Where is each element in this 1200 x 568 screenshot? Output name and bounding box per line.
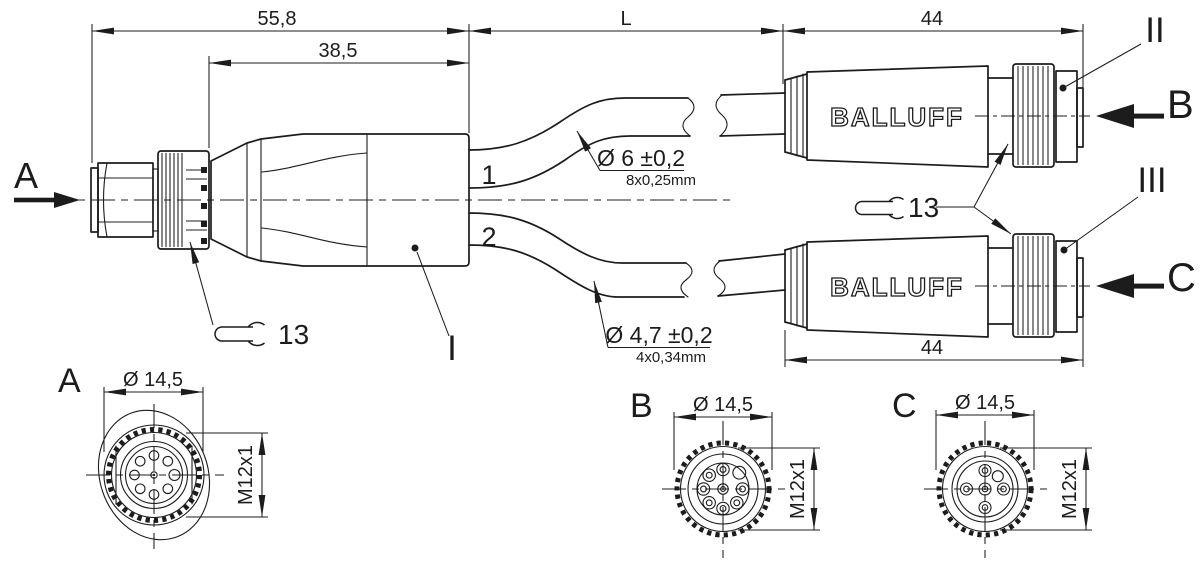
cable-1-number: 1	[481, 160, 496, 190]
male-connector-side-view	[90, 150, 210, 250]
cable-2-spec: 4x0,34mm	[636, 349, 706, 366]
view-a-thread: M12x1	[235, 445, 257, 505]
dim-38-5: 38,5	[319, 40, 358, 62]
cable-1-spec: 8x0,25mm	[626, 172, 696, 189]
dim-L: L	[620, 8, 631, 30]
dim-44-bottom: 44	[921, 337, 943, 359]
coding-notch	[991, 470, 1004, 483]
cable-1-callout: Ø 6 ±0,2 8x0,25mm	[576, 130, 696, 189]
view-arrow-a: A	[14, 155, 80, 208]
dim-44-top: 44	[921, 8, 943, 30]
brand-logo: BALLUFF	[830, 102, 964, 132]
cable-break-icon	[680, 262, 693, 298]
splitter-body: I	[210, 133, 470, 368]
view-b-thread: M12x1	[787, 459, 809, 519]
view-arrow-b: B	[1096, 83, 1194, 128]
cable-2-number: 2	[481, 222, 496, 252]
view-c-thread: M12x1	[1059, 459, 1081, 519]
view-a-label: A	[58, 362, 81, 400]
face-view-a: A Ø 14,5 M12x1	[58, 362, 268, 549]
view-a-diameter: Ø 14,5	[123, 369, 183, 391]
cable-2-callout: Ø 4,7 ±0,2 4x0,34mm	[593, 280, 713, 366]
leader-dot-I	[411, 244, 419, 252]
coding-notch	[732, 465, 747, 480]
female-connector-top-side-view: BALLUFF	[784, 63, 1090, 168]
wrench-icon	[214, 326, 253, 342]
view-b-label: B	[630, 387, 653, 425]
cable-1-diameter: Ø 6 ±0,2	[597, 145, 685, 171]
view-c-label: C	[892, 387, 917, 425]
sockets-b	[696, 462, 750, 516]
cable-2: 2	[468, 212, 786, 298]
wrench-symbol-left: 13	[189, 241, 309, 350]
wrench-size-right: 13	[908, 192, 939, 223]
part-label-connector-top: II	[1059, 11, 1165, 92]
knurled-ring	[157, 150, 210, 250]
coding-notch	[168, 468, 181, 482]
dim-55-8: 55,8	[258, 8, 297, 30]
face-view-b: B Ø 14,5 M12x1	[630, 387, 820, 558]
cable-break-icon	[715, 94, 728, 137]
cable-break-icon	[713, 260, 726, 297]
view-b-diameter: Ø 14,5	[693, 394, 753, 416]
part-label-III: III	[1137, 161, 1166, 200]
view-arrow-c: C	[1096, 256, 1196, 300]
arrow-b-label: B	[1167, 83, 1194, 127]
sockets-c	[959, 463, 1011, 515]
cable-1: 1	[468, 92, 786, 190]
arrow-a-label: A	[14, 155, 38, 196]
view-c-diameter: Ø 14,5	[955, 392, 1015, 414]
dimension-lines: 55,8 38,5 L 44 44	[91, 8, 1084, 367]
face-view-c: C Ø 14,5 M12x1	[892, 387, 1092, 558]
pins-a	[129, 450, 181, 500]
part-label-connector-bottom: III	[1060, 161, 1167, 254]
wrench-icon	[854, 200, 893, 216]
part-label-II: II	[1145, 11, 1164, 50]
wrench-size-left: 13	[278, 319, 309, 350]
cable-2-diameter: Ø 4,7 ±0,2	[605, 322, 712, 348]
arrow-c-label: C	[1167, 256, 1196, 300]
female-connector-bottom-side-view	[784, 233, 1091, 338]
cable-break-icon	[682, 97, 695, 137]
part-label-splitter: I	[447, 329, 457, 368]
